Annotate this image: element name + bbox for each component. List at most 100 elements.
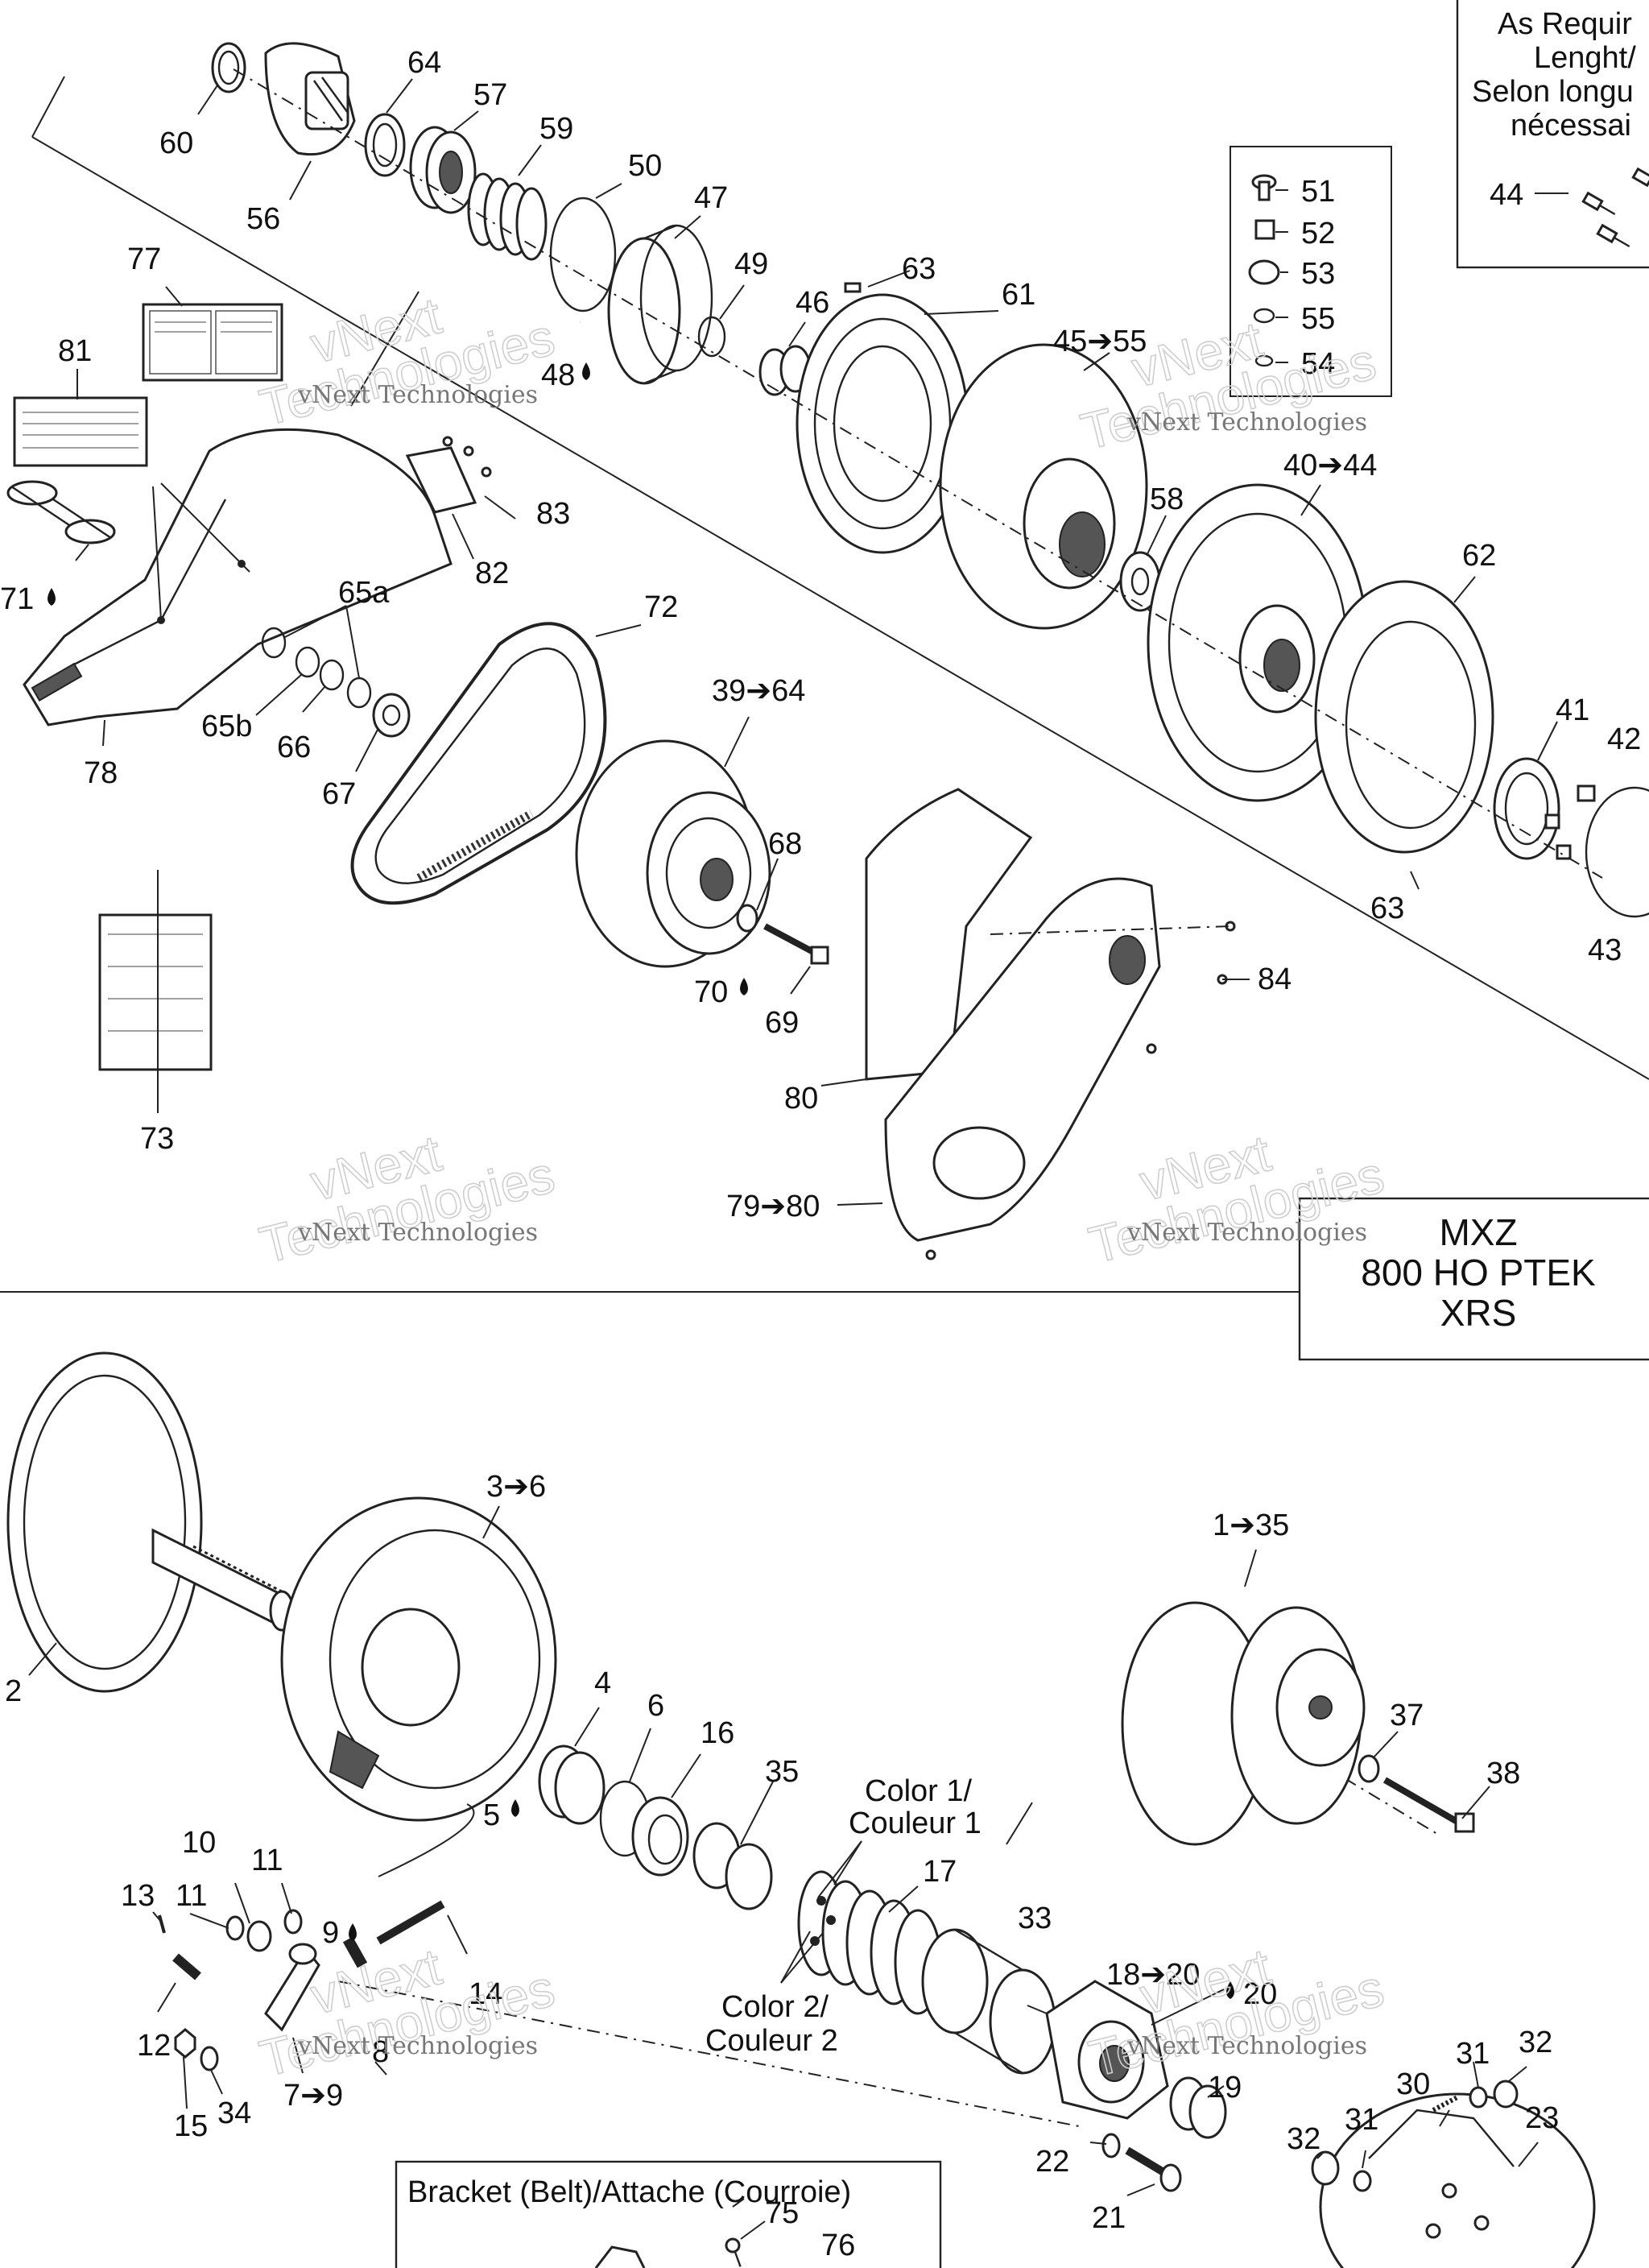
callout-33: 33 xyxy=(1018,1902,1052,1935)
callout-72: 72 xyxy=(644,590,678,624)
callout-4: 4 xyxy=(594,1666,611,1700)
callout-35: 35 xyxy=(765,1755,799,1789)
callout-79-80: 79➔80 xyxy=(726,1190,820,1223)
callout-53: 53 xyxy=(1301,257,1335,291)
callout-34: 34 xyxy=(217,2096,251,2130)
plate-62 xyxy=(1314,580,1494,854)
callout-60: 60 xyxy=(159,126,193,160)
callout-75: 75 xyxy=(765,2196,799,2230)
callout-52: 52 xyxy=(1301,217,1335,250)
oil-drop-icon xyxy=(349,1923,357,1941)
callout-55: 55 xyxy=(1301,302,1335,336)
callout-47: 47 xyxy=(694,181,728,215)
callout-57: 57 xyxy=(473,78,507,112)
requirement-line-3: Selon longu xyxy=(1472,75,1634,109)
spring-17 xyxy=(797,1870,942,2015)
callout-46: 46 xyxy=(796,286,829,320)
oil-drop-icon xyxy=(48,588,56,606)
oil-drop-icon xyxy=(740,978,748,995)
pulley-40 xyxy=(1147,483,1369,802)
oil-drop-icon xyxy=(1226,1981,1234,1999)
decal-77 xyxy=(142,303,283,382)
movable-sheave-3 xyxy=(280,1496,557,1822)
callout-65b: 65b xyxy=(201,710,252,743)
callout-41: 41 xyxy=(1556,693,1589,727)
callout-50: 50 xyxy=(628,149,662,183)
callout-71: 71 xyxy=(0,582,34,616)
callout-67: 67 xyxy=(322,777,356,811)
top-small-parts xyxy=(211,42,862,396)
callout-17: 17 xyxy=(923,1855,957,1889)
spring-59-shape xyxy=(467,172,548,261)
callout-1-35: 1➔35 xyxy=(1213,1509,1289,1542)
callout-44: 44 xyxy=(1490,178,1523,212)
callout-15: 15 xyxy=(174,2109,208,2143)
callout-7-9: 7➔9 xyxy=(283,2079,343,2113)
callout-39-64: 39➔64 xyxy=(712,674,805,708)
decal-73 xyxy=(98,913,213,1071)
callout-32-left: 32 xyxy=(1287,2122,1320,2156)
callout-10: 10 xyxy=(182,1826,216,1860)
color-1-label-fr: Couleur 1 xyxy=(849,1807,982,1840)
callout-80: 80 xyxy=(784,1082,818,1115)
callout-20: 20 xyxy=(1243,1977,1277,2011)
bracket-box: Bracket (Belt)/Attache (Courroie) xyxy=(395,2160,942,2268)
model-line-1: MXZ xyxy=(1439,1211,1517,1253)
callout-23: 23 xyxy=(1525,2101,1559,2135)
callout-78: 78 xyxy=(84,756,118,790)
cover-79 xyxy=(865,788,1236,1260)
color-2-label: Color 2/ xyxy=(721,1990,829,2024)
callout-40-44: 40➔44 xyxy=(1283,449,1377,482)
requirement-line-1: As Requir xyxy=(1498,7,1632,41)
callout-76: 76 xyxy=(821,2229,855,2262)
frame xyxy=(0,76,1649,1293)
callout-51: 51 xyxy=(1301,175,1335,209)
drive-belt-72 xyxy=(350,622,607,905)
callout-73: 73 xyxy=(140,1122,174,1156)
callout-63-top: 63 xyxy=(902,252,936,286)
color-1-label: Color 1/ xyxy=(865,1774,972,1808)
governor-cup-23 xyxy=(1319,2092,1596,2268)
drive-pulley-assembly-1 xyxy=(1121,1601,1366,1846)
svg-text:vNext Technologies: vNext Technologies xyxy=(1126,2032,1367,2060)
color-2-label-fr: Couleur 2 xyxy=(705,2024,838,2058)
callout-5: 5 xyxy=(483,1798,500,1832)
callout-42: 42 xyxy=(1607,722,1641,756)
svg-text:vNext Technologies: vNext Technologies xyxy=(297,381,538,409)
callout-81: 81 xyxy=(58,334,92,368)
bolt-icon xyxy=(1596,223,1630,248)
belt-guard-78 xyxy=(23,428,453,726)
callout-70: 70 xyxy=(694,975,728,1009)
lever-assembly-7 xyxy=(158,1803,475,2071)
svg-text:vNext Technologies: vNext Technologies xyxy=(1126,408,1367,437)
callout-11-upper: 11 xyxy=(251,1844,283,1877)
callout-37: 37 xyxy=(1390,1699,1424,1732)
callout-59: 59 xyxy=(539,112,573,146)
callout-84: 84 xyxy=(1258,962,1292,996)
callout-68: 68 xyxy=(768,827,802,861)
model-line-2: 800 HO PTEK xyxy=(1361,1252,1596,1293)
callout-8: 8 xyxy=(372,2035,389,2069)
callout-18-20: 18➔20 xyxy=(1106,1958,1200,1992)
callout-56: 56 xyxy=(246,202,280,236)
callout-83: 83 xyxy=(536,497,570,531)
callout-62: 62 xyxy=(1462,539,1496,573)
bolt-icon xyxy=(1581,191,1616,216)
oil-drop-icon xyxy=(582,362,590,380)
callout-16: 16 xyxy=(701,1716,734,1750)
callout-30: 30 xyxy=(1396,2067,1430,2101)
callout-45-55: 45➔55 xyxy=(1053,325,1147,358)
callout-77: 77 xyxy=(127,242,161,276)
callout-61: 61 xyxy=(1002,278,1035,312)
callout-22: 22 xyxy=(1035,2145,1069,2179)
callout-69: 69 xyxy=(765,1006,799,1040)
callout-12: 12 xyxy=(137,2029,171,2063)
callout-21: 21 xyxy=(1092,2201,1126,2235)
spider-18 xyxy=(1045,1980,1169,2120)
bracket-part-shape xyxy=(594,2245,646,2268)
requirement-box: As Requir Lenght/ Selon longu nécessai xyxy=(1456,0,1649,269)
bracket-box-title: Bracket (Belt)/Attache (Courroie) xyxy=(407,2175,851,2209)
ring-60-shape xyxy=(211,42,246,93)
screw-icon xyxy=(725,2237,742,2267)
